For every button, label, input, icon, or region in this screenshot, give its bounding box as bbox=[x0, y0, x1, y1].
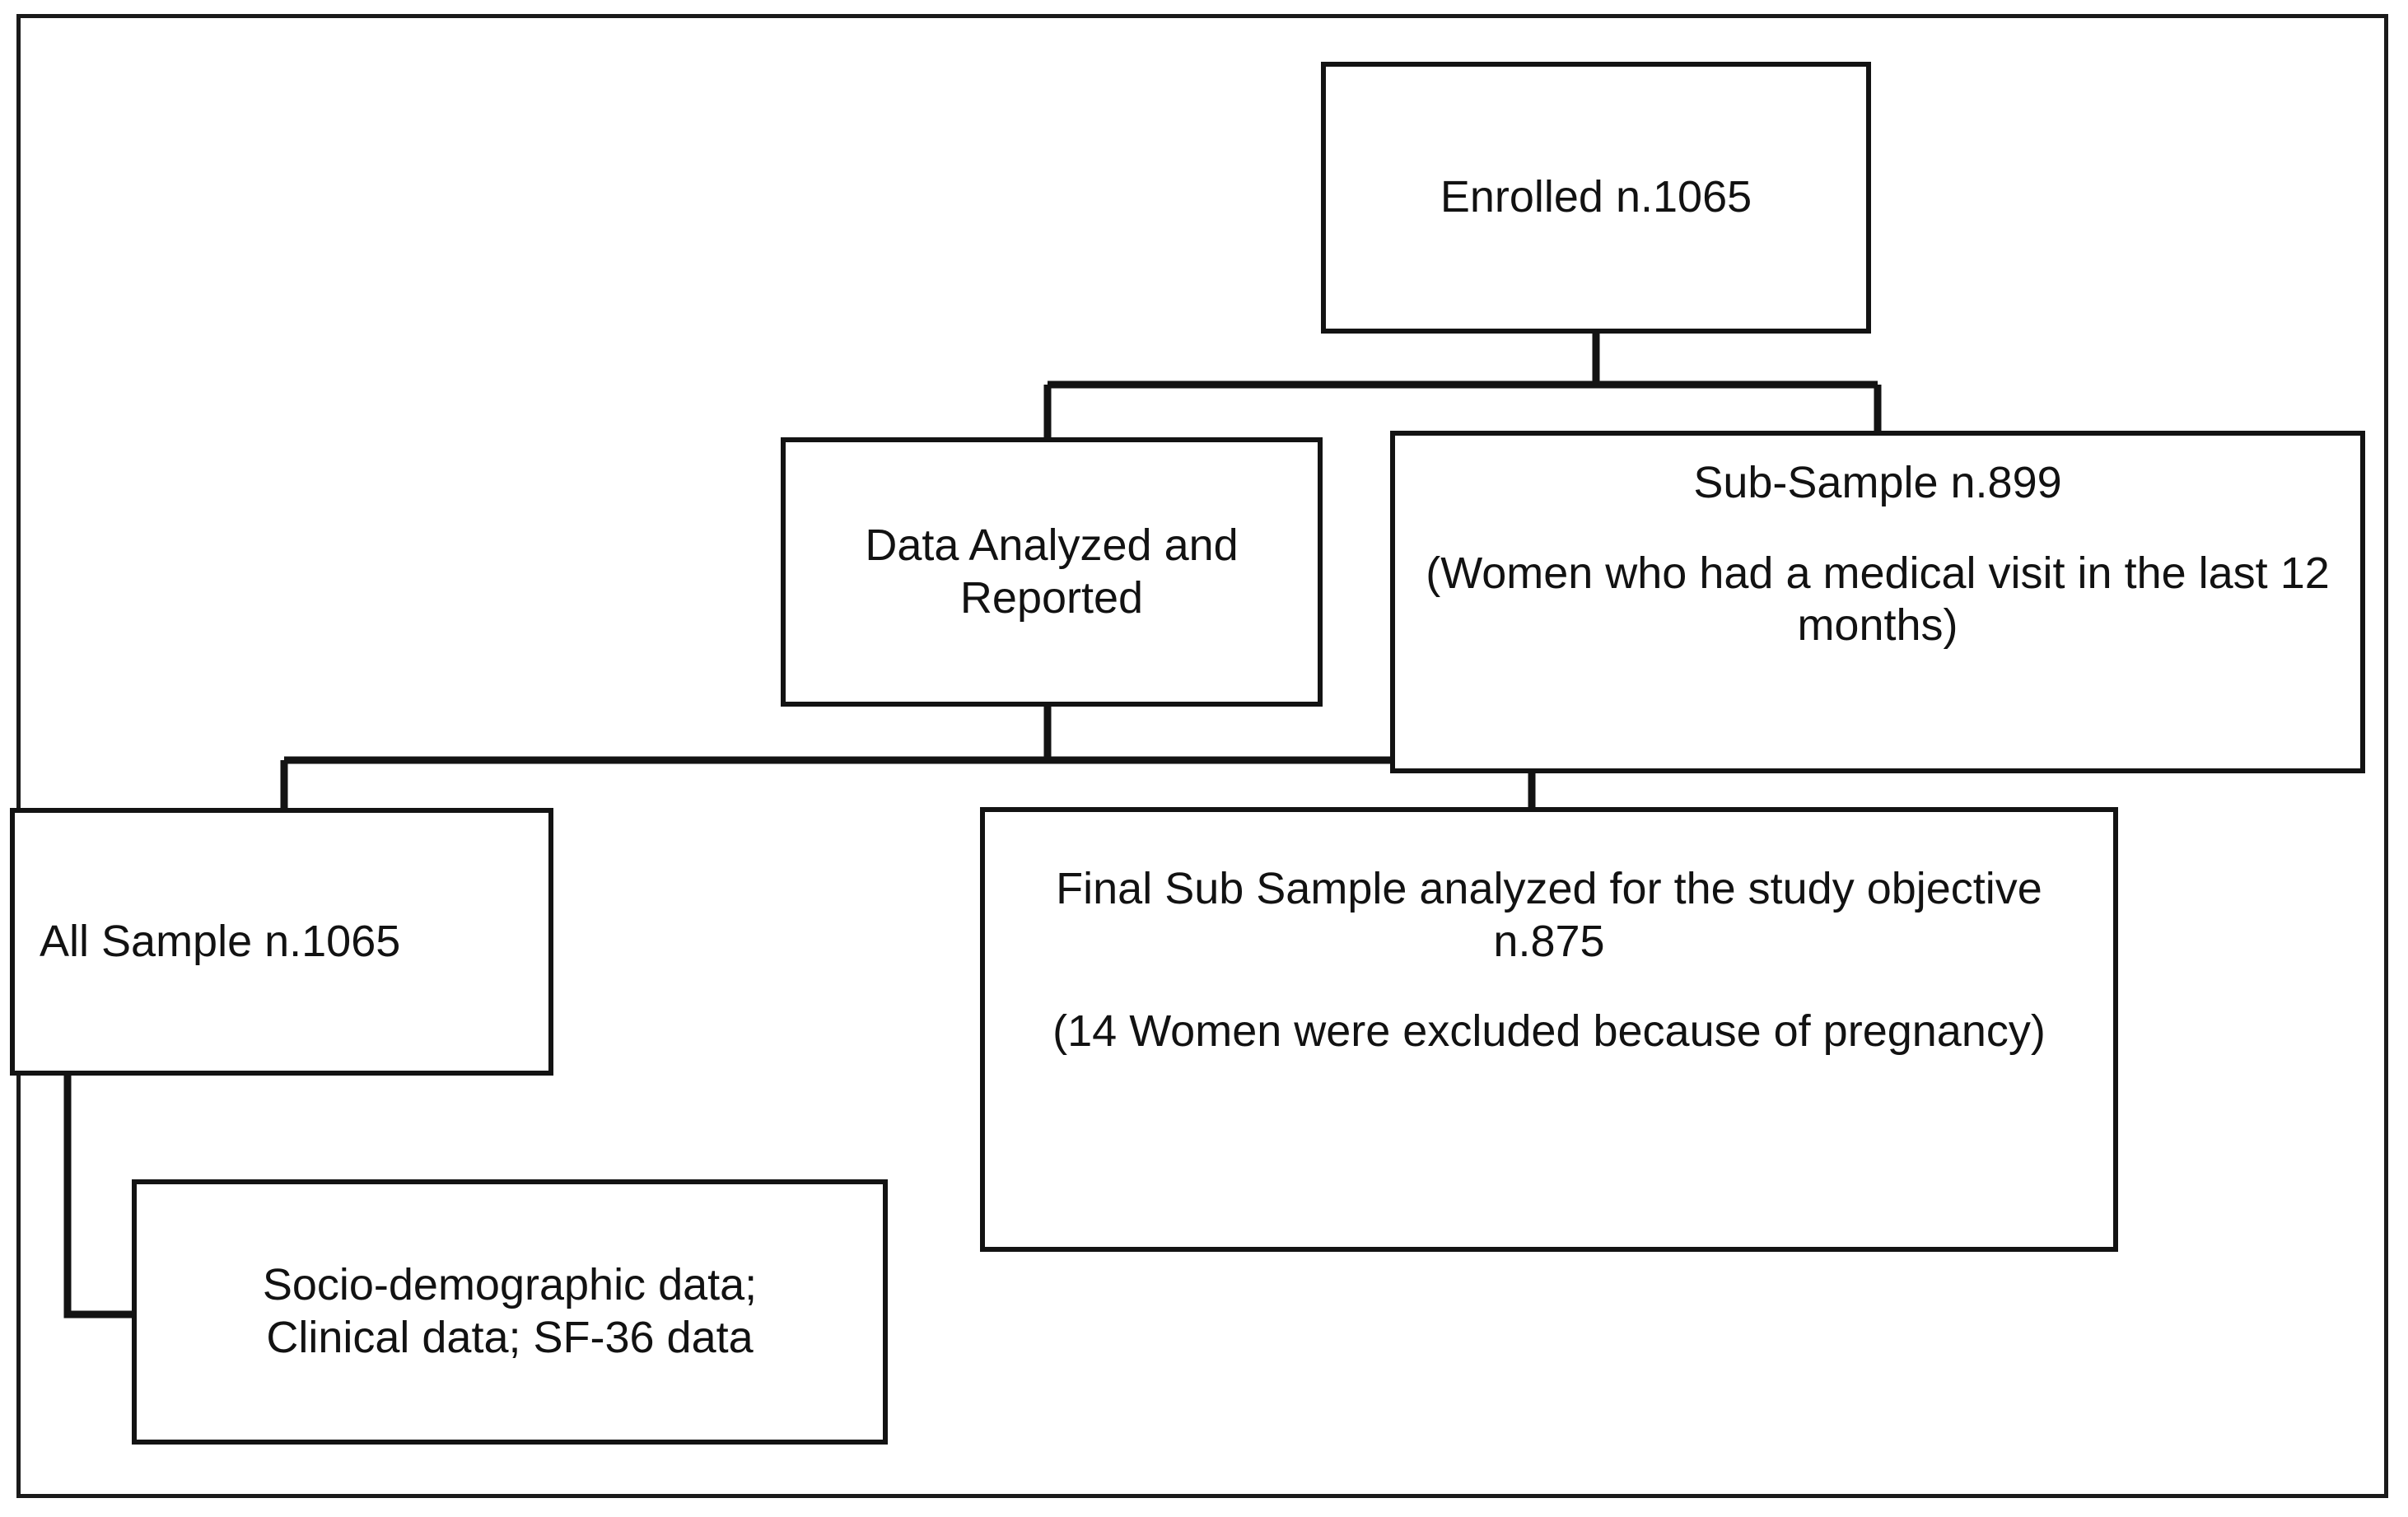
node-enrolled[interactable]: Enrolled n.1065 bbox=[1321, 62, 1871, 334]
node-data-types[interactable]: Socio-demographic data; Clinical data; S… bbox=[132, 1179, 888, 1445]
node-enrolled-line-1: Enrolled n.1065 bbox=[1440, 172, 1752, 222]
node-data-types-line-1: Socio-demographic data; bbox=[262, 1260, 758, 1310]
node-final-sub-sample-detail: (14 Women were excluded because of pregn… bbox=[1052, 1006, 2046, 1057]
node-sub-sample-heading: Sub-Sample n.899 bbox=[1693, 458, 2062, 507]
node-all-sample-line-1: All Sample n.1065 bbox=[40, 916, 401, 966]
node-final-sub-sample[interactable]: Final Sub Sample analyzed for the study … bbox=[980, 807, 2118, 1252]
node-final-sub-sample-heading: Final Sub Sample analyzed for the study … bbox=[1056, 864, 2042, 966]
node-sub-sample-detail: (Women who had a medical visit in the la… bbox=[1426, 548, 2330, 651]
node-data-analyzed-and-reported[interactable]: Data Analyzed and Reported bbox=[781, 437, 1323, 707]
node-all-sample[interactable]: All Sample n.1065 bbox=[10, 808, 553, 1076]
node-data-types-line-2: Clinical data; SF-36 data bbox=[266, 1313, 754, 1362]
node-data-analyzed-line-1: Data Analyzed and Reported bbox=[865, 520, 1239, 623]
node-sub-sample[interactable]: Sub-Sample n.899 (Women who had a medica… bbox=[1390, 431, 2365, 773]
